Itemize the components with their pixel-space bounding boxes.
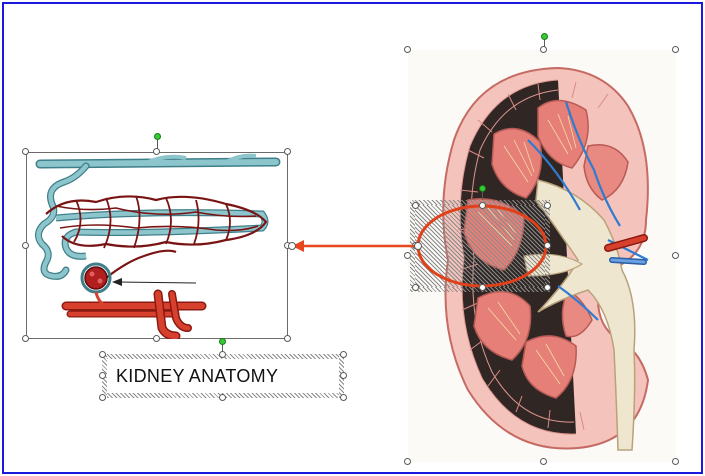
resize-handle-e[interactable]	[340, 372, 347, 379]
resize-handle-sw[interactable]	[404, 458, 411, 465]
resize-handle-nw[interactable]	[99, 351, 106, 358]
resize-handle-w[interactable]	[99, 372, 106, 379]
resize-handle-se[interactable]	[284, 335, 291, 342]
resize-handle-nw[interactable]	[404, 46, 411, 53]
resize-handle-nw[interactable]	[22, 148, 29, 155]
resize-handle-se[interactable]	[672, 458, 679, 465]
rotation-handle[interactable]	[479, 185, 486, 192]
resize-handle-n[interactable]	[479, 202, 486, 209]
resize-handle-se[interactable]	[340, 394, 347, 401]
caption-text[interactable]: KIDNEY ANATOMY	[102, 354, 344, 398]
resize-handle-se[interactable]	[544, 284, 551, 291]
resize-handle-n[interactable]	[153, 148, 160, 155]
resize-handle-s[interactable]	[153, 335, 160, 342]
resize-handle-sw[interactable]	[412, 284, 419, 291]
resize-handle-e[interactable]	[544, 242, 551, 249]
resize-handle-w[interactable]	[22, 242, 29, 249]
resize-handle-sw[interactable]	[22, 335, 29, 342]
resize-handle-s[interactable]	[479, 284, 486, 291]
rotation-handle[interactable]	[154, 133, 161, 140]
resize-handle-ne[interactable]	[340, 351, 347, 358]
resize-handle-e[interactable]	[672, 252, 679, 259]
rotation-handle[interactable]	[541, 33, 548, 40]
resize-handle-nw[interactable]	[412, 202, 419, 209]
highlight-ellipse	[410, 200, 550, 292]
resize-handle-sw[interactable]	[99, 394, 106, 401]
resize-handle-n[interactable]	[540, 46, 547, 53]
rotation-stem	[482, 192, 483, 200]
nephron-diagram-icon	[26, 152, 288, 339]
highlight-shape[interactable]	[410, 200, 550, 292]
resize-handle-n[interactable]	[219, 351, 226, 358]
resize-handle-s[interactable]	[540, 458, 547, 465]
resize-handle-ne[interactable]	[284, 148, 291, 155]
resize-handle-s[interactable]	[219, 394, 226, 401]
nephron-image[interactable]	[26, 152, 288, 339]
resize-handle-ne[interactable]	[544, 202, 551, 209]
resize-handle-ne[interactable]	[672, 46, 679, 53]
connector-arrow[interactable]	[288, 236, 428, 256]
caption-textbox[interactable]: KIDNEY ANATOMY	[102, 354, 344, 398]
rotation-handle[interactable]	[219, 338, 226, 345]
